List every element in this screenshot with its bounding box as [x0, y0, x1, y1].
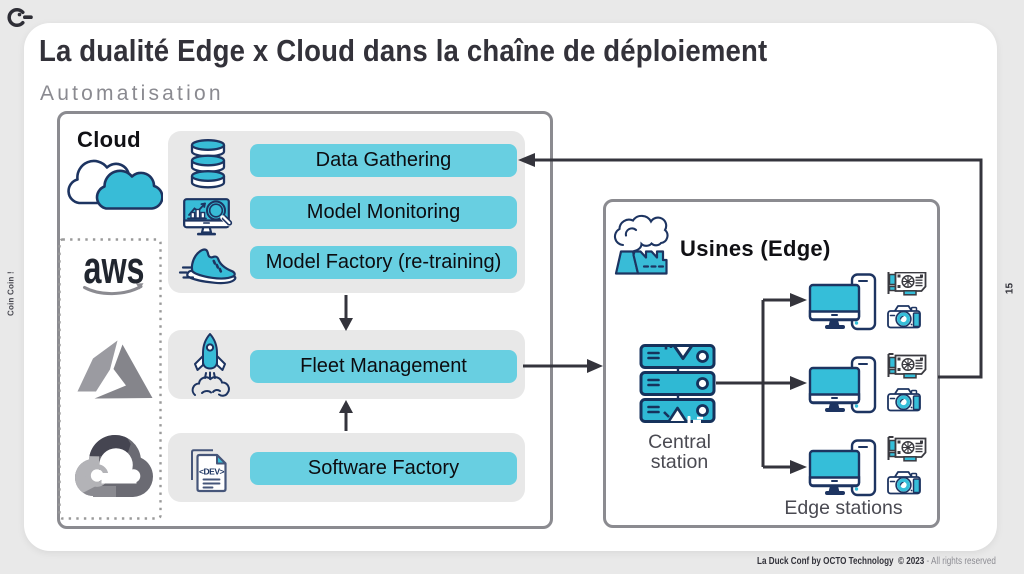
- svg-text:aws: aws: [84, 251, 145, 293]
- svg-text:<DEV>: <DEV>: [199, 467, 224, 477]
